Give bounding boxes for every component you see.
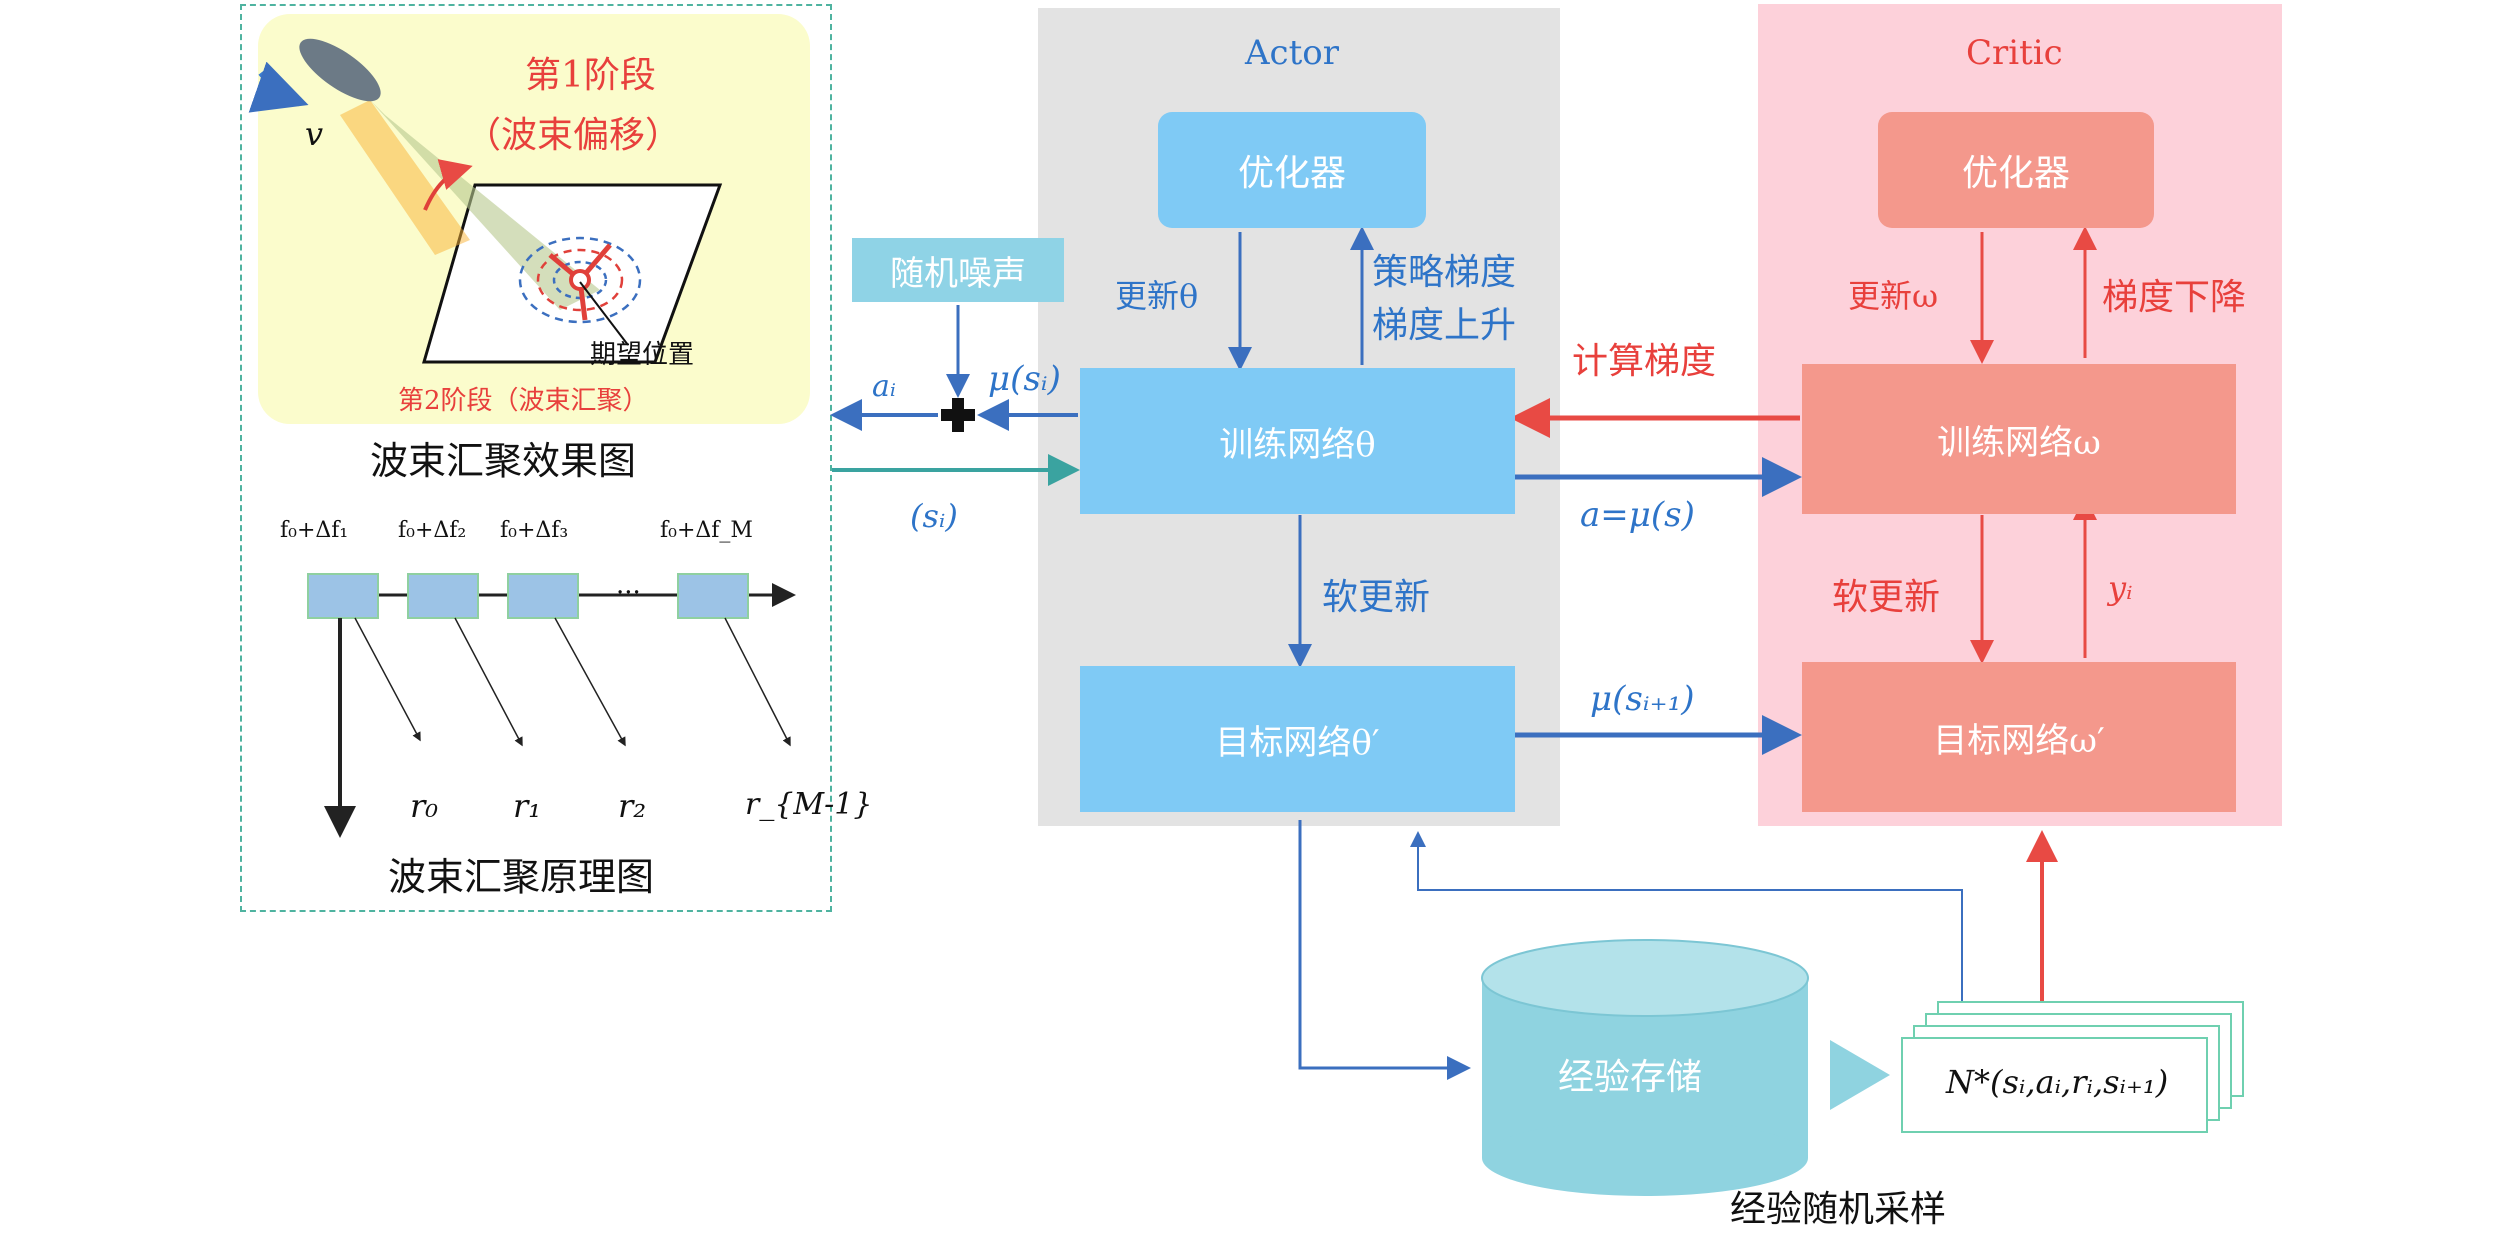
actor-soft-update: 软更新 <box>1322 577 1431 618</box>
sampling-caption: 经验随机采样 <box>1730 1189 1947 1230</box>
actor-target-net: 目标网络θ′ <box>1080 666 1515 812</box>
actor-title: Actor <box>1245 33 1339 73</box>
critic-optimizer: 优化器 <box>1878 112 2154 228</box>
range-label-0: r₀ <box>410 787 439 825</box>
left-panel-border <box>240 4 832 912</box>
beam-offset-cone <box>340 100 470 255</box>
action-label: aᵢ <box>872 369 896 404</box>
action-policy-label: a=μ(s) <box>1580 495 1695 535</box>
storage-cylinder <box>1481 939 1809 1196</box>
freq-ellipsis: ··· <box>616 578 641 608</box>
next-action-label: μ(sᵢ₊₁) <box>1590 679 1695 719</box>
velocity-label: v <box>305 115 324 153</box>
critic-title: Critic <box>1966 33 2063 73</box>
gradient-descent-label: 梯度下降 <box>2102 277 2247 318</box>
random-noise-box: 随机噪声 <box>852 238 1064 302</box>
critic-train-net: 训练网络ω <box>1802 364 2236 514</box>
gradient-ascent-label: 梯度上升 <box>1372 305 1517 346</box>
effect-caption: 波束汇聚效果图 <box>370 439 637 483</box>
storage-label: 经验存储 <box>1558 1057 1703 1098</box>
critic-soft-update: 软更新 <box>1832 577 1941 618</box>
target-value-label: yᵢ <box>2108 569 2133 607</box>
range-label-m: r_{M-1} <box>745 787 873 822</box>
beam-illustration <box>248 38 723 364</box>
offset-arc <box>423 159 473 211</box>
compute-gradient-label: 计算梯度 <box>1572 341 1717 382</box>
stage2-label: 第2阶段（波束汇聚） <box>398 386 649 416</box>
range-label-2: r₂ <box>618 787 647 825</box>
sample-tuple: N*(sᵢ,aᵢ,rᵢ,sᵢ₊₁) <box>1946 1063 2169 1101</box>
actor-optimizer: 优化器 <box>1158 112 1426 228</box>
freq-label-m: f₀+Δf_M <box>660 518 753 543</box>
beam-converge-cone <box>370 100 600 310</box>
stage1-label-1: 第1阶段 <box>525 55 656 96</box>
freq-label-3: f₀+Δf₃ <box>500 518 569 543</box>
critic-update-label: 更新ω <box>1848 277 1939 315</box>
freq-label-1: f₀+Δf₁ <box>280 518 349 543</box>
policy-gradient-label: 策略梯度 <box>1372 252 1517 293</box>
actor-train-net: 训练网络θ <box>1080 368 1515 514</box>
critic-target-net: 目标网络ω′ <box>1802 662 2236 812</box>
velocity-arrow <box>248 61 309 113</box>
sampling-triangle <box>1830 1040 1890 1110</box>
frequency-chain <box>307 573 796 838</box>
projectile <box>299 38 381 102</box>
actor-update-label: 更新θ <box>1115 277 1199 315</box>
mu-si-label: μ(sᵢ) <box>988 359 1061 399</box>
expected-position-label: 期望位置 <box>590 340 695 370</box>
stage1-label-2: （波束偏移） <box>465 115 682 156</box>
range-label-1: r₁ <box>513 787 542 825</box>
freq-label-2: f₀+Δf₂ <box>398 518 467 543</box>
state-label: (sᵢ) <box>910 497 958 535</box>
principle-caption: 波束汇聚原理图 <box>388 855 655 899</box>
